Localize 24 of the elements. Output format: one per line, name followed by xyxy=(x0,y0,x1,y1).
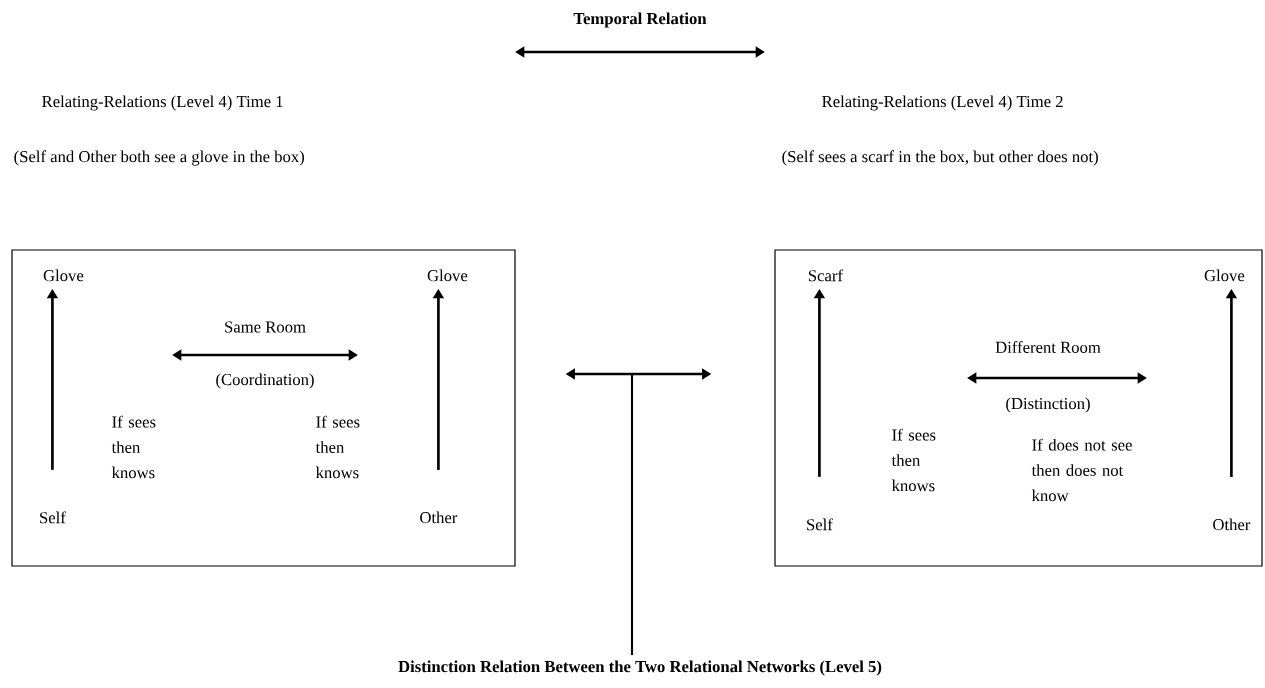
heading: Temporal Relation xyxy=(573,12,707,28)
network-heading: Relating-Relations (Level 4) Time 1 xyxy=(42,95,283,111)
term-label: Other xyxy=(1213,518,1251,531)
network-box xyxy=(11,249,516,567)
arrow-label: Same Room xyxy=(225,321,306,333)
arrow-label: Different Room xyxy=(995,341,1101,353)
term-label: Self xyxy=(807,518,833,531)
condition-text: If sees then knows xyxy=(315,415,360,479)
term-label: Glove xyxy=(1204,269,1245,282)
arrow-label: (Distinction) xyxy=(1006,397,1090,413)
arrow-label: (Coordination) xyxy=(216,373,314,389)
network-heading: Relating-Relations (Level 4) Time 2 xyxy=(822,95,1063,111)
term-label: Other xyxy=(420,511,458,524)
term-label: Scarf xyxy=(808,269,843,282)
network-subheading: (Self sees a scarf in the box, but other does not) xyxy=(782,150,1098,166)
condition-text: If does not see then does not know xyxy=(1031,438,1132,502)
term-label: Glove xyxy=(427,269,468,282)
term-label: Glove xyxy=(43,269,84,282)
heading: Distinction Relation Between the Two Relational Networks (Level 5) xyxy=(398,660,882,676)
term-label: Self xyxy=(40,511,66,524)
condition-text: If sees then knows xyxy=(111,415,156,479)
network-box xyxy=(774,249,1263,567)
network-subheading: (Self and Other both see a glove in the box) xyxy=(14,150,304,166)
condition-text: If sees then knows xyxy=(891,428,936,492)
